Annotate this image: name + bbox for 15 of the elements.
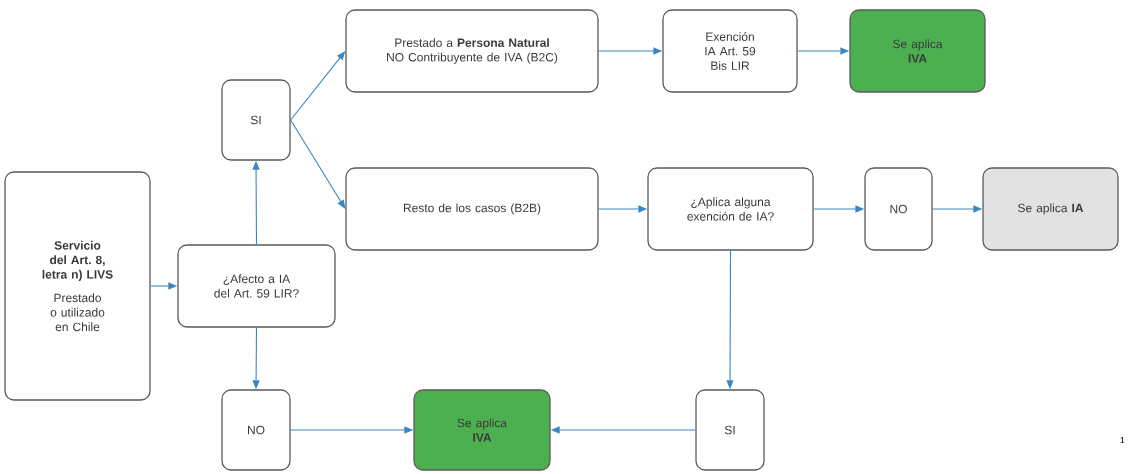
answer-box: SI [221, 79, 291, 161]
answer-box: NO [221, 389, 291, 471]
process-box: Prestado a Persona Natural NO Contribuyente de IVA (B2C) [345, 9, 599, 93]
arrow [290, 119, 346, 209]
page-number: 1 [1120, 436, 1125, 444]
result-box: Se aplica IVA [849, 9, 986, 93]
decision-box: ¿Aplica alguna exención de IA? [647, 167, 814, 251]
answer-box: SI [695, 389, 765, 471]
process-box: Exención IA Art. 59 Bis LIR [662, 9, 798, 93]
decision-box: ¿Afecto a IA del Art. 59 LIR? [177, 244, 336, 328]
process-box: Servicio del Art. 8, letra n) LIVS Prestado o utilizado en Chile [4, 171, 151, 401]
process-box: Resto de los casos (B2B) [345, 167, 599, 251]
result-box: Se aplica IA [982, 167, 1119, 251]
answer-box: NO [864, 167, 933, 251]
result-box: Se aplica IVA [413, 389, 551, 471]
